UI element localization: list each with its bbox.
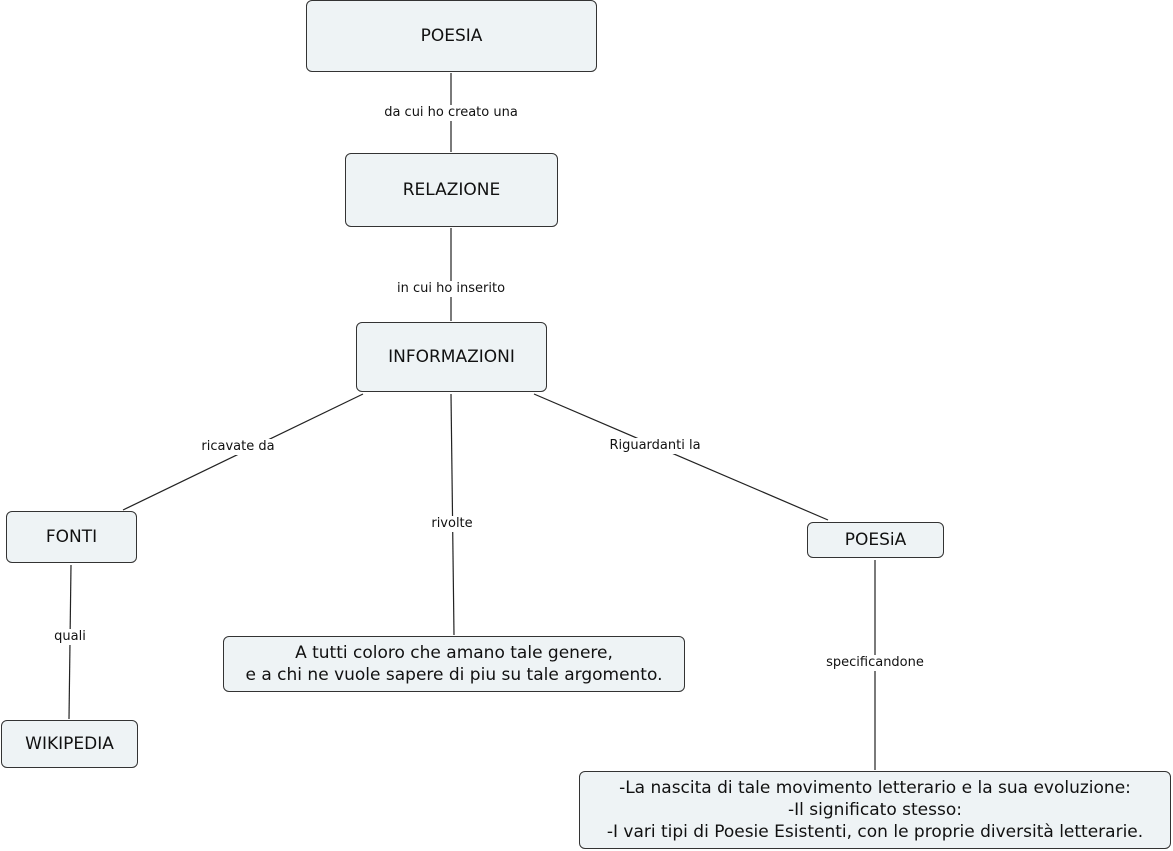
link-label-relazione-informazioni: in cui ho inserito xyxy=(394,281,508,297)
concept-node-details[interactable]: -La nascita di tale movimento letterario… xyxy=(579,771,1171,849)
concept-node-informazioni-label: INFORMAZIONI xyxy=(388,347,515,367)
link-informazioni-poesia xyxy=(533,393,829,521)
concept-node-poesia-secondary[interactable]: POESiA xyxy=(807,522,944,558)
details-line-3: -I vari tipi di Poesie Esistenti, con le… xyxy=(606,822,1144,842)
link-informazioni-audience xyxy=(450,393,455,636)
concept-node-poesia-label: POESIA xyxy=(420,26,483,46)
concept-node-relazione-label: RELAZIONE xyxy=(402,180,501,200)
concept-node-poesia[interactable]: POESIA xyxy=(306,0,597,72)
concept-node-audience[interactable]: A tutti coloro che amano tale genere, e … xyxy=(223,636,685,692)
concept-node-relazione[interactable]: RELAZIONE xyxy=(345,153,558,227)
concept-node-fonti[interactable]: FONTI xyxy=(6,511,137,563)
details-line-2: -Il significato stesso: xyxy=(788,800,962,820)
concept-node-fonti-label: FONTI xyxy=(45,527,98,547)
link-label-fonti-wikipedia: quali xyxy=(52,629,88,645)
link-label-informazioni-fonti: ricavate da xyxy=(199,439,277,455)
audience-line-1: A tutti coloro che amano tale genere, xyxy=(295,643,613,663)
audience-line-2: e a chi ne vuole sapere di piu su tale a… xyxy=(245,665,663,685)
concept-node-informazioni[interactable]: INFORMAZIONI xyxy=(356,322,547,392)
link-label-poesia-details: specificandone xyxy=(824,655,926,671)
concept-node-wikipedia[interactable]: WIKIPEDIA xyxy=(1,720,138,768)
concept-node-wikipedia-label: WIKIPEDIA xyxy=(25,734,114,754)
link-label-informazioni-audience: rivolte xyxy=(429,516,475,532)
concept-node-poesia-secondary-label: POESiA xyxy=(844,530,907,550)
details-line-1: -La nascita di tale movimento letterario… xyxy=(619,778,1131,798)
link-label-informazioni-poesia: Riguardanti la xyxy=(607,438,703,454)
link-label-poesia-relazione: da cui ho creato una xyxy=(382,105,520,121)
